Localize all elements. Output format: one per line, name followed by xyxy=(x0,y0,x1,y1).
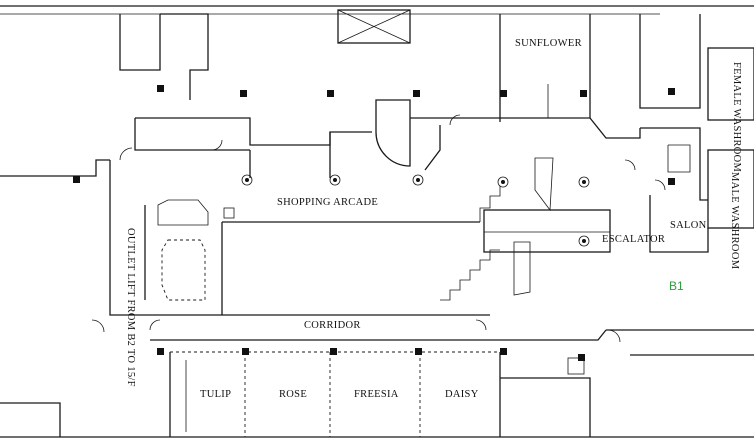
sunflower-label: SUNFLOWER xyxy=(515,38,582,49)
rose-room-label: ROSE xyxy=(279,389,307,400)
corridor-walls xyxy=(150,314,754,356)
escalator-label: ESCALATOR xyxy=(602,234,665,245)
floor-label: B1 xyxy=(669,279,684,293)
male-washroom-label: MALE WASHROOM xyxy=(729,172,740,270)
sunflower-room xyxy=(499,14,591,122)
lift-core xyxy=(109,160,235,316)
daisy-room-label: DAISY xyxy=(445,389,479,400)
tulip-room-label: TULIP xyxy=(200,389,231,400)
salon-label: SALON xyxy=(670,220,707,231)
outer-walls xyxy=(0,5,754,438)
outlet-lift-label: OUTLET LIFT FROM B2 TO 15/F xyxy=(125,228,136,387)
circle-markers xyxy=(241,174,590,247)
freesia-room-label: FREESIA xyxy=(354,389,399,400)
corridor-label: CORRIDOR xyxy=(304,320,361,331)
service-room xyxy=(337,9,411,44)
arcade-walls xyxy=(221,157,611,315)
upper-corridor-walls xyxy=(134,99,641,178)
room-labels: SUNFLOWER SHOPPING ARCADE SALON ESCALATO… xyxy=(125,38,742,400)
door-swings xyxy=(91,114,666,343)
columns xyxy=(73,85,675,361)
female-washroom-label: FEMALE WASHROOM xyxy=(731,62,742,173)
washrooms-block xyxy=(639,14,754,253)
shopping-arcade-label: SHOPPING ARCADE xyxy=(277,197,378,208)
